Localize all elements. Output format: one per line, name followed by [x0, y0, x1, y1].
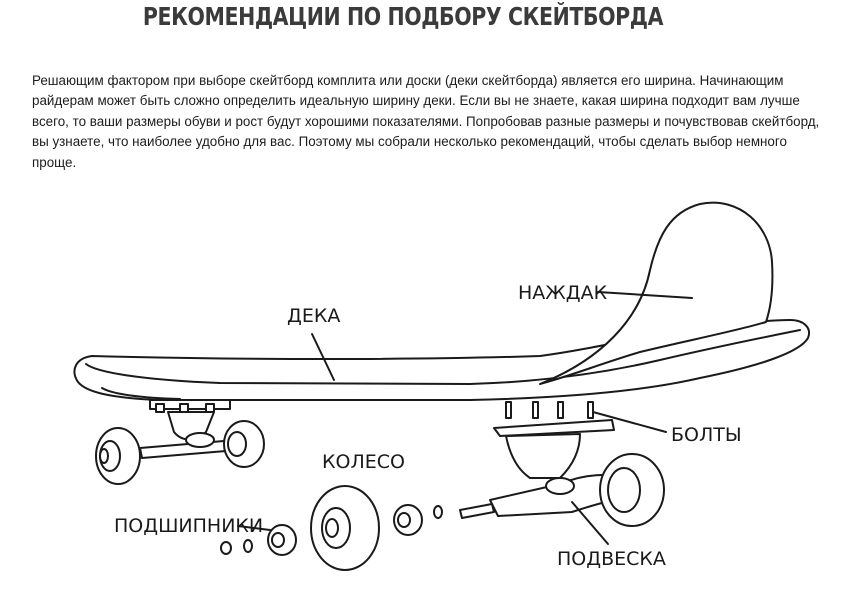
truck-leader-line [572, 502, 608, 544]
bearings-label: ПОДШИПНИКИ [114, 515, 263, 537]
deck-illustration [74, 203, 809, 400]
wheel-label: КОЛЕСО [322, 451, 405, 473]
rear-truck-illustration [460, 420, 664, 526]
bolts-illustration [506, 402, 593, 418]
wheel-illustration [311, 486, 379, 570]
bolts-label: БОЛТЫ [671, 424, 742, 446]
deck-label: ДЕКА [287, 305, 340, 327]
griptape-label: НАЖДАК [518, 282, 608, 304]
front-truck-illustration [96, 400, 264, 484]
truck-label: ПОДВЕСКА [557, 548, 666, 570]
